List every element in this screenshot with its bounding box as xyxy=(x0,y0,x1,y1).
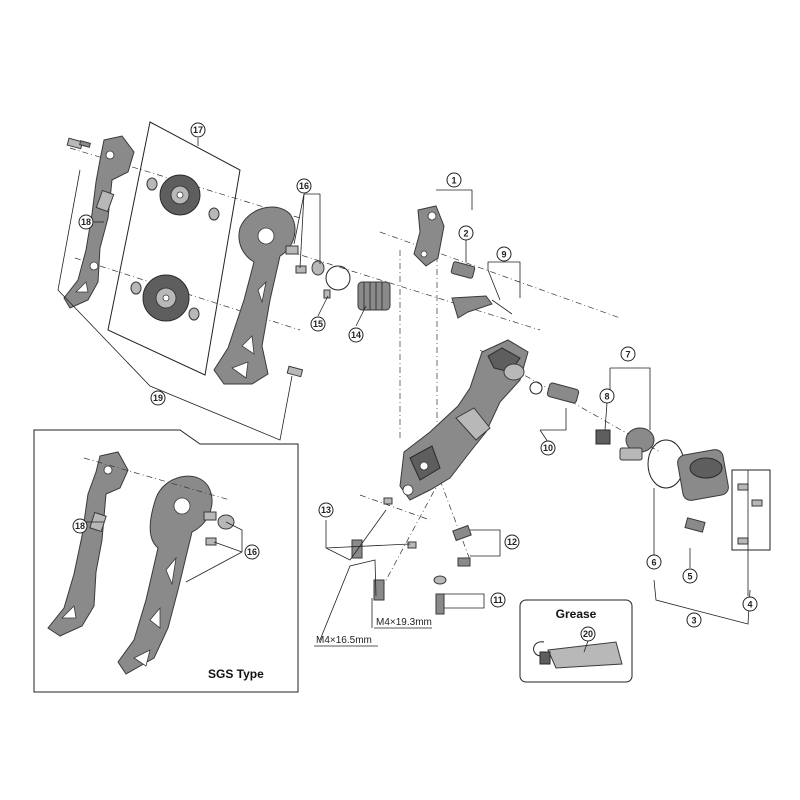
svg-text:18: 18 xyxy=(75,521,85,531)
svg-text:14: 14 xyxy=(351,330,361,340)
callout-2: 2 xyxy=(458,225,474,241)
callout-6: 6 xyxy=(646,554,662,570)
svg-text:6: 6 xyxy=(651,558,656,568)
svg-text:7: 7 xyxy=(625,350,630,360)
grease-tube-icon xyxy=(533,641,623,669)
callout-7: 7 xyxy=(620,346,636,362)
svg-text:1: 1 xyxy=(451,176,456,186)
svg-text:3: 3 xyxy=(691,616,696,626)
svg-text:8: 8 xyxy=(604,392,609,402)
svg-text:2: 2 xyxy=(463,229,468,239)
adjusting-screws xyxy=(351,497,417,601)
callout-19: 19 xyxy=(150,390,166,406)
callout-18: 18 xyxy=(78,214,94,230)
outer-cage-plate xyxy=(213,206,296,385)
svg-text:15: 15 xyxy=(313,319,323,329)
callouts: 1 2 3 4 5 6 7 8 9 10 11 12 13 14 15 16 1… xyxy=(78,122,758,628)
cage-bolt-top xyxy=(66,137,91,150)
long-screw-length: M4×19.3mm xyxy=(376,617,432,628)
callout-10: 10 xyxy=(540,440,556,456)
short-screw-length: M4×16.5mm xyxy=(316,635,372,646)
bracket-axle-unit xyxy=(413,205,445,267)
svg-text:18: 18 xyxy=(81,217,91,227)
sgs-type-panel: 18 16 SGS Type xyxy=(33,429,299,693)
callout-20: 20 xyxy=(580,626,596,642)
clutch-unit xyxy=(595,427,655,461)
cage-bushings-16 xyxy=(285,245,325,276)
sgs-callout-18: 18 xyxy=(72,518,88,534)
callout-3: 3 xyxy=(686,612,702,628)
callout-12: 12 xyxy=(504,534,520,550)
sgs-bushings xyxy=(203,511,235,546)
derailleur-main-body xyxy=(399,339,529,501)
callout-1: 1 xyxy=(446,172,462,188)
callout-9: 9 xyxy=(496,246,512,262)
svg-text:4: 4 xyxy=(747,600,752,610)
tension-spring xyxy=(357,281,391,311)
sgs-inner-plate xyxy=(47,451,129,637)
svg-text:13: 13 xyxy=(321,505,331,515)
cable-fixing-parts xyxy=(433,524,472,615)
callout-13: 13 xyxy=(318,502,334,518)
b-tension-adjust-plate xyxy=(451,295,513,319)
svg-text:11: 11 xyxy=(493,595,503,605)
callout-4: 4 xyxy=(742,596,758,612)
clutch-cover xyxy=(677,449,729,501)
svg-text:5: 5 xyxy=(687,572,692,582)
callout-14: 14 xyxy=(348,327,364,343)
bracket-fixing-bolt xyxy=(450,261,476,279)
svg-text:9: 9 xyxy=(501,250,506,260)
cage-bolt-bottom xyxy=(286,365,304,378)
cover-screws xyxy=(737,483,763,545)
svg-text:16: 16 xyxy=(247,547,257,557)
grease-panel-title: Grease xyxy=(556,607,597,621)
spring-cover-ring xyxy=(323,265,351,299)
pulley-washers xyxy=(130,177,220,321)
tension-pulley xyxy=(142,274,190,322)
callout-11: 11 xyxy=(490,592,506,608)
svg-text:19: 19 xyxy=(153,393,163,403)
pulley-group-frame xyxy=(107,121,241,376)
svg-text:17: 17 xyxy=(193,125,203,135)
sgs-outer-plate xyxy=(117,475,213,675)
dimension-labels: M4×19.3mm M4×16.5mm xyxy=(316,617,432,646)
adjust-spacer xyxy=(529,381,580,404)
sgs-panel-title: SGS Type xyxy=(208,667,264,681)
svg-text:12: 12 xyxy=(507,537,517,547)
callout-15: 15 xyxy=(310,316,326,332)
grease-panel: Grease 20 xyxy=(519,599,633,683)
svg-text:10: 10 xyxy=(543,443,553,453)
callout-8: 8 xyxy=(599,388,615,404)
callout-5: 5 xyxy=(682,568,698,584)
callout-16: 16 xyxy=(296,178,312,194)
guide-pulley xyxy=(159,174,201,216)
sgs-callout-16: 16 xyxy=(244,544,260,560)
callout-17: 17 xyxy=(190,122,206,138)
leader-lines xyxy=(57,138,771,647)
svg-text:16: 16 xyxy=(299,181,309,191)
svg-text:20: 20 xyxy=(583,629,593,639)
cover-lever xyxy=(684,517,706,533)
